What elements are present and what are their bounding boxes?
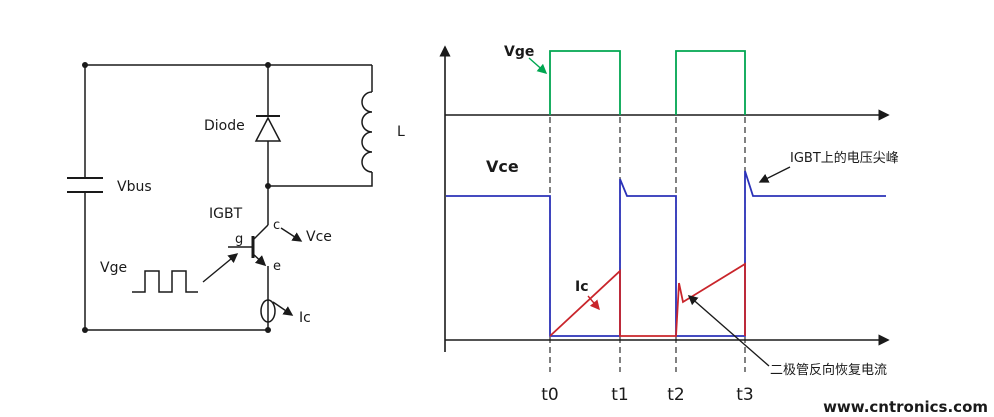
inductor-label: L	[397, 124, 405, 140]
vce-waveform	[446, 170, 886, 337]
waveform-plot: Vge Vce Ic IGBT上的电压尖峰 二极管反向恢复电流 t0 t1 t2…	[439, 44, 899, 405]
voltage-spike-arrow	[758, 166, 791, 183]
igbt-symbol	[228, 224, 269, 267]
circuit-ic-label: Ic	[299, 310, 311, 326]
reverse-recovery-annotation: 二极管反向恢复电流	[770, 362, 887, 378]
diode-triangle	[254, 116, 282, 142]
diode-symbol	[254, 115, 282, 142]
inductor-coil	[361, 91, 373, 173]
circuit-vce-label: Vce	[306, 229, 332, 245]
ic-waveform	[549, 262, 746, 337]
junction-dot	[265, 183, 271, 189]
igbt-label: IGBT	[209, 206, 243, 222]
vge-waveform	[549, 50, 746, 115]
gate-label: g	[235, 232, 243, 247]
reverse-recovery-arrow	[687, 295, 770, 367]
circuit-vge-label: Vge	[100, 260, 127, 276]
ic-arrow	[272, 301, 294, 316]
waveform-ic-label: Ic	[575, 279, 589, 295]
waveform-vce-label: Vce	[486, 157, 519, 176]
t1-label: t1	[611, 385, 628, 405]
junction-dot	[265, 327, 271, 333]
gate-drive-arrow	[202, 253, 239, 283]
t2-label: t2	[667, 385, 684, 405]
voltage-spike-annotation: IGBT上的电压尖峰	[790, 150, 899, 166]
igbt-collector-lead	[252, 224, 269, 241]
junction-dot	[82, 62, 88, 68]
collector-label: c	[273, 218, 280, 233]
t0-label: t0	[541, 385, 558, 405]
vge-pulse-symbol	[132, 270, 198, 293]
vbus-label: Vbus	[117, 179, 152, 195]
junction-dot	[265, 62, 271, 68]
vge-pointer-arrow	[528, 57, 548, 74]
igbt-emitter-lead	[252, 253, 267, 267]
current-sensor	[260, 299, 276, 323]
waveform-vge-label: Vge	[504, 44, 534, 60]
capacitor-symbol	[67, 177, 103, 193]
circuit-diagram: Vbus L Diode IGBT c g e Vce Vge	[67, 62, 405, 333]
ic-pointer-arrow	[587, 295, 600, 311]
vce-arrow	[280, 227, 303, 242]
junction-dot	[82, 327, 88, 333]
emitter-label: e	[273, 259, 281, 274]
watermark-text: www.cntronics.com	[823, 398, 988, 416]
diode-label: Diode	[204, 118, 245, 134]
t3-label: t3	[736, 385, 753, 405]
inductor-bottom-lead	[268, 172, 373, 187]
